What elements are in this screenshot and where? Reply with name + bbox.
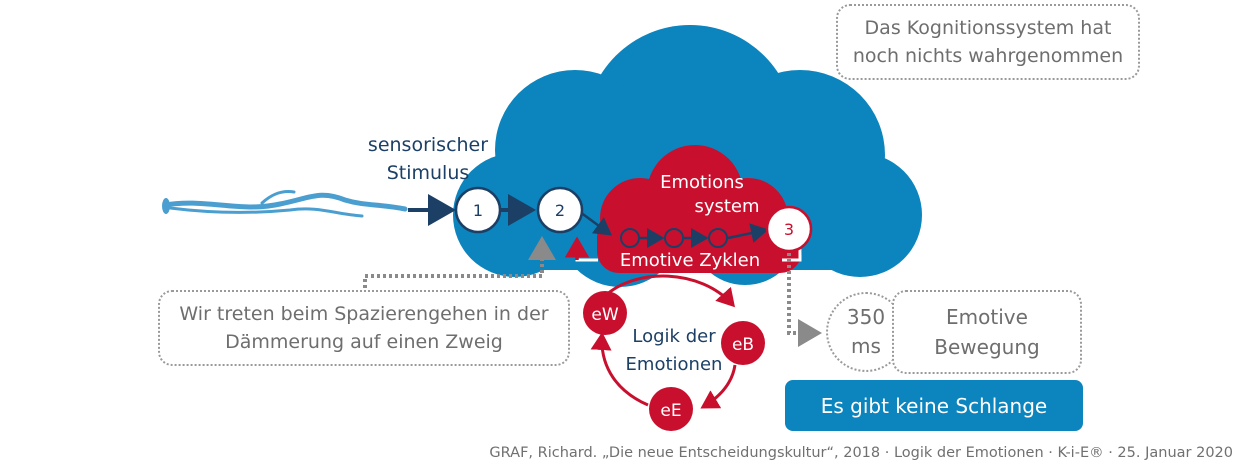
step-node-3-label: 3 xyxy=(784,220,794,239)
situation-note-text: Wir treten beim Spazierengehen in der Dä… xyxy=(179,302,549,354)
conclusion-banner: Es gibt keine Schlange xyxy=(785,380,1083,431)
cycle-node-a xyxy=(620,228,640,248)
twig-icon xyxy=(162,190,408,218)
reaction-time-text: 350 ms xyxy=(846,305,886,358)
conclusion-text: Es gibt keine Schlange xyxy=(820,393,1048,418)
logic-label-line2: Emotionen xyxy=(626,354,723,375)
step-node-2-label: 2 xyxy=(555,201,565,220)
dotted-connector-situation xyxy=(363,236,556,300)
stimulus-label-line2: Stimulus xyxy=(387,162,470,184)
cycle-link-c xyxy=(727,223,769,243)
situation-note: Wir treten beim Spazierengehen in der Dä… xyxy=(158,290,570,366)
cognition-note: Das Kognitionssystem hat noch nichts wah… xyxy=(836,4,1140,80)
step-node-2: 2 xyxy=(536,186,584,234)
emotion-node-eb: eB xyxy=(721,321,765,365)
step-node-1: 1 xyxy=(454,186,502,234)
step-node-3: 3 xyxy=(765,205,813,253)
logic-of-emotions-cycle xyxy=(590,274,737,409)
emotion-system-label-line2: system xyxy=(694,196,759,217)
emotion-system-label-line1: Emotions xyxy=(660,172,744,193)
dotted-connector-timing xyxy=(787,253,822,347)
cycle-node-c xyxy=(708,228,728,248)
arrow-step2-to-cycles xyxy=(579,210,613,236)
emotion-node-ee-label: eE xyxy=(660,401,681,421)
emotive-cycles-label: Emotive Zyklen xyxy=(620,250,760,271)
step-node-1-label: 1 xyxy=(473,201,483,220)
logic-label-line1: Logik der xyxy=(632,326,716,347)
emotive-movement-text: Emotive Bewegung xyxy=(934,305,1040,359)
cycle-node-b xyxy=(664,228,684,248)
cognition-note-text: Das Kognitionssystem hat noch nichts wah… xyxy=(852,16,1124,68)
emotive-movement-box: Emotive Bewegung xyxy=(892,290,1082,374)
emotion-node-ew-label: eW xyxy=(591,305,618,325)
emotion-node-eb-label: eB xyxy=(732,335,754,355)
emotion-node-ew: eW xyxy=(583,291,627,335)
stimulus-label-line1: sensorischer xyxy=(368,134,488,156)
citation-footer: GRAF, Richard. „Die neue Entscheidungsku… xyxy=(489,445,1233,461)
emotion-node-ee: eE xyxy=(649,387,693,431)
